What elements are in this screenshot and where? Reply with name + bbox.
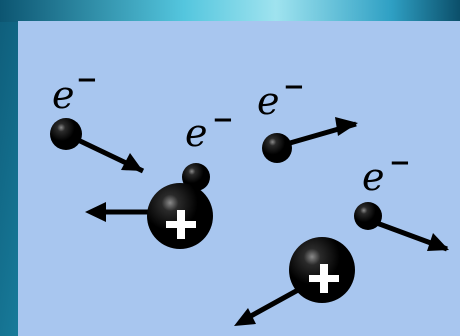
electron-charge: −	[283, 72, 305, 102]
electron-label: e	[52, 73, 75, 117]
electron-charge: −	[212, 105, 234, 135]
electron-3: e −	[257, 72, 358, 163]
arrowhead-icon	[427, 233, 449, 251]
electron-label: e	[185, 111, 208, 155]
electron-4: e −	[354, 148, 449, 251]
ion-2	[234, 237, 355, 326]
electron-charge: −	[76, 65, 98, 95]
electron-icon	[50, 118, 82, 150]
electron-label: e	[257, 79, 280, 123]
electron-icon	[262, 133, 292, 163]
ion-1	[85, 183, 213, 249]
electron-icon	[354, 202, 382, 230]
electron-charge: −	[389, 148, 411, 178]
electron-1: e −	[50, 65, 143, 171]
electron-label: e	[362, 155, 385, 199]
electron-2: e −	[182, 105, 234, 191]
arrowhead-icon	[85, 202, 106, 222]
